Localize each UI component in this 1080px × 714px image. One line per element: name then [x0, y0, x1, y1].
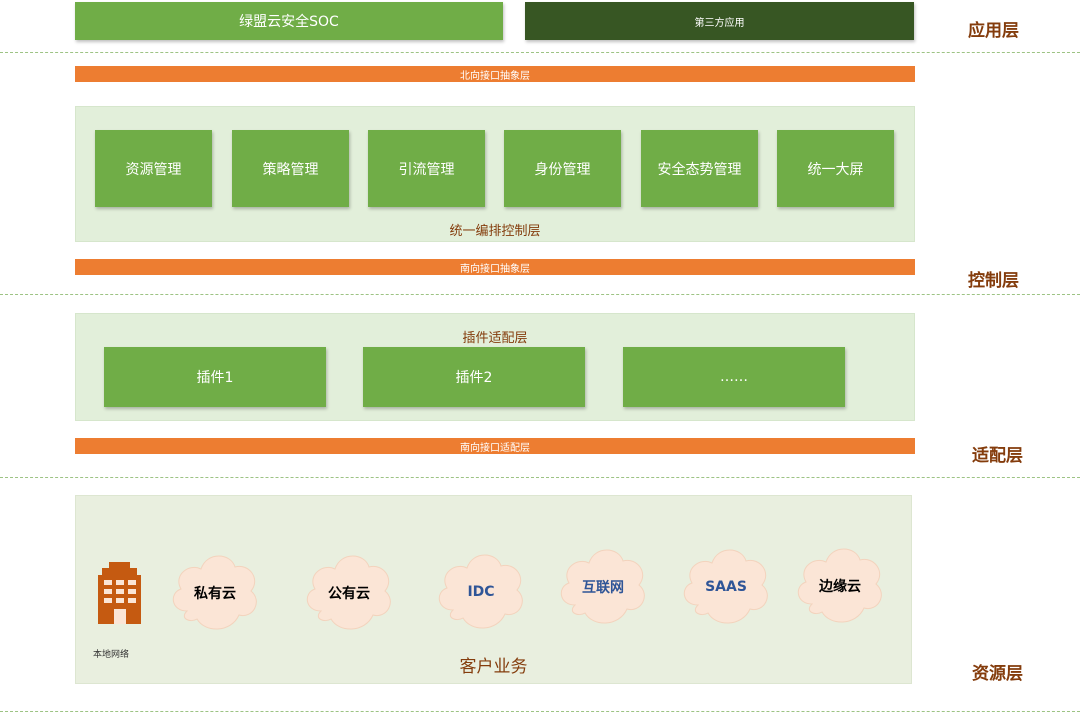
north-api-label: 北向接口抽象层 — [460, 70, 530, 82]
plugin-box-1: 插件1 — [104, 347, 326, 407]
cloud-icon — [797, 548, 882, 623]
module-policy-mgmt: 策略管理 — [232, 130, 349, 207]
cloud-label: SAAS — [705, 579, 747, 595]
layer-label-app: 应用层 — [968, 21, 1019, 41]
orchestration-panel — [75, 106, 915, 242]
layer-divider — [0, 477, 1080, 478]
south-adapt-label: 南向接口适配层 — [460, 442, 530, 454]
cloud-icon — [560, 549, 645, 624]
module-label: 统一大屏 — [807, 161, 864, 178]
cloud-edge: 边缘云 — [790, 538, 890, 634]
north-api-bar: 北向接口抽象层 — [75, 66, 915, 82]
cloud-label: IDC — [467, 584, 495, 600]
layer-label-control: 控制层 — [968, 271, 1019, 291]
plugin-caption: 插件适配层 — [75, 326, 915, 346]
cloud-label: 私有云 — [194, 586, 236, 602]
customer-business-text: 客户业务 — [459, 656, 528, 677]
module-label: 引流管理 — [398, 161, 455, 178]
plugin-label: …… — [720, 369, 748, 385]
cloud-icon — [306, 555, 391, 630]
soc-label: 绿盟云安全SOC — [239, 14, 339, 30]
south-api-label: 南向接口抽象层 — [460, 263, 530, 275]
plugin-box-2: 插件2 — [363, 347, 585, 407]
cloud-private: 私有云 — [165, 545, 265, 641]
cloud-public: 公有云 — [299, 545, 399, 641]
layer-label-resource: 资源层 — [972, 664, 1023, 684]
module-label: 资源管理 — [125, 161, 182, 178]
cloud-icon — [172, 555, 257, 630]
module-label: 身份管理 — [534, 161, 591, 178]
plugin-caption-text: 插件适配层 — [462, 330, 528, 346]
layer-label-adapt: 适配层 — [972, 446, 1023, 466]
third-party-app-box: 第三方应用 — [525, 2, 914, 40]
orchestration-caption-text: 统一编排控制层 — [449, 223, 541, 239]
module-label: 策略管理 — [262, 161, 319, 178]
module-identity-mgmt: 身份管理 — [504, 130, 621, 207]
local-network-label: 本地网络 — [93, 650, 130, 660]
module-unified-screen: 统一大屏 — [777, 130, 894, 207]
layer-divider — [0, 52, 1080, 53]
cloud-label: 互联网 — [582, 580, 624, 596]
cloud-idc: IDC — [431, 544, 531, 640]
building-icon — [96, 562, 143, 624]
layer-divider — [0, 711, 1080, 712]
layer-divider — [0, 294, 1080, 295]
plugin-box-more: …… — [623, 347, 845, 407]
module-security-posture-mgmt: 安全态势管理 — [641, 130, 758, 207]
soc-box: 绿盟云安全SOC — [75, 2, 503, 40]
cloud-label: 公有云 — [328, 586, 370, 602]
cloud-icon — [438, 554, 523, 629]
orchestration-caption: 统一编排控制层 — [75, 219, 915, 239]
plugin-label: 插件1 — [196, 370, 234, 386]
module-traffic-mgmt: 引流管理 — [368, 130, 485, 207]
cloud-label: 边缘云 — [819, 579, 861, 595]
third-party-app-label: 第三方应用 — [694, 17, 745, 29]
module-label: 安全态势管理 — [657, 161, 742, 178]
cloud-saas: SAAS — [676, 539, 776, 635]
customer-business-caption: 客户业务 — [75, 652, 912, 677]
plugin-label: 插件2 — [455, 370, 493, 386]
south-adapt-bar: 南向接口适配层 — [75, 438, 915, 454]
cloud-icon — [683, 549, 768, 624]
south-api-bar: 南向接口抽象层 — [75, 259, 915, 275]
cloud-internet: 互联网 — [553, 539, 653, 635]
module-resource-mgmt: 资源管理 — [95, 130, 212, 207]
